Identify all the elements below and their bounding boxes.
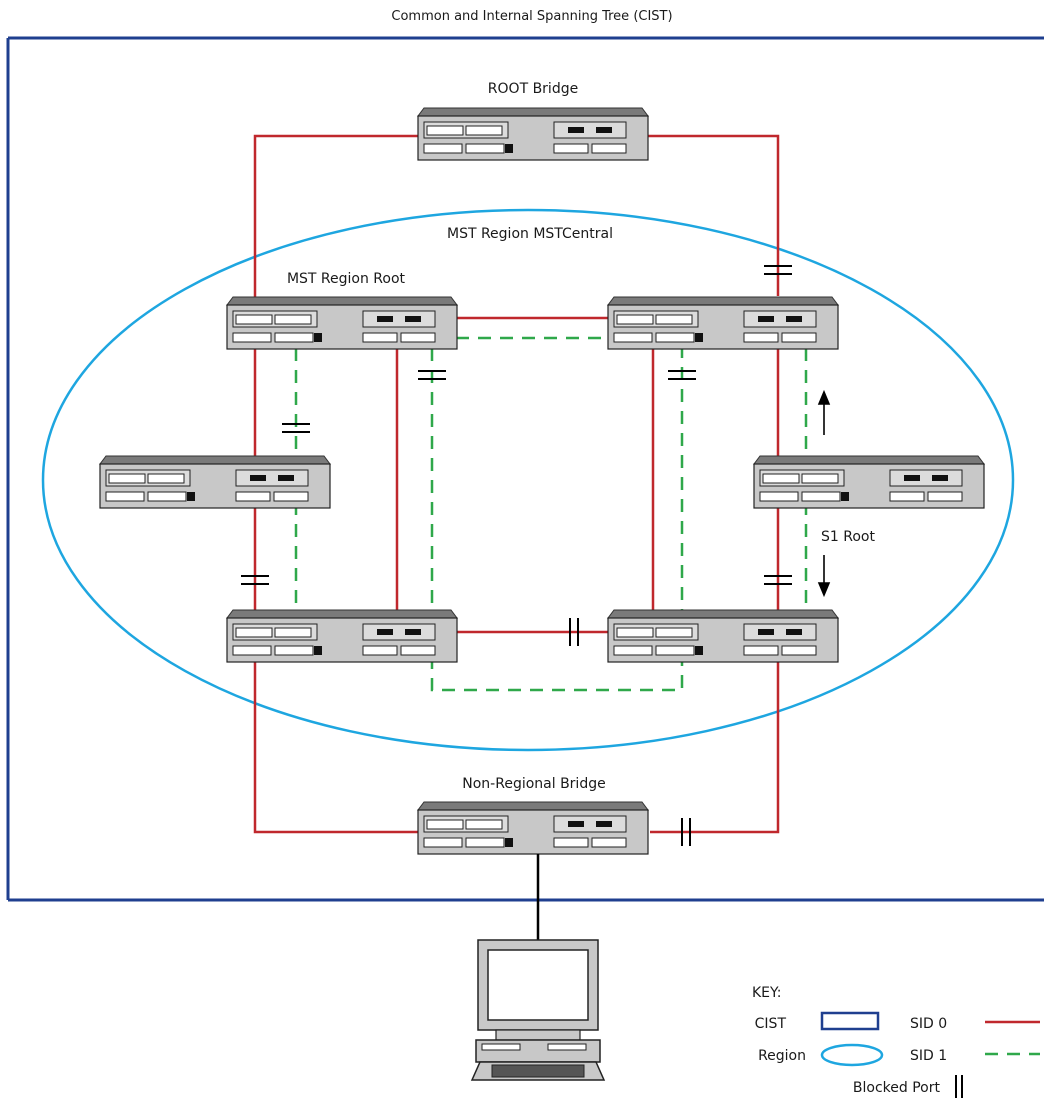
region-switch-top-right — [607, 296, 839, 350]
region-label: MST Region MSTCentral — [447, 226, 613, 242]
cist-boundary — [6, 36, 1044, 902]
legend: KEY: CIST SID 0 Region SID 1 Blocked Por… — [752, 985, 1040, 1098]
region-root-switch — [226, 296, 458, 350]
root-bridge-label: ROOT Bridge — [488, 81, 578, 97]
legend-cist-label: CIST — [755, 1016, 787, 1032]
legend-blocked-label: Blocked Port — [853, 1080, 941, 1096]
s1-arrows — [817, 389, 831, 598]
region-switch-bottom-right — [607, 609, 839, 663]
legend-region-swatch — [820, 1043, 884, 1067]
legend-region-label: Region — [758, 1048, 806, 1064]
s1-root-switch — [753, 455, 985, 509]
region-switch-bottom-left — [226, 609, 458, 663]
legend-heading: KEY: — [752, 985, 781, 1001]
blocked-ports — [240, 265, 793, 847]
computer-icon — [470, 939, 606, 1081]
non-regional-label: Non-Regional Bridge — [462, 776, 605, 792]
mst-region-ellipse — [41, 208, 1015, 752]
legend-sid0-label: SID 0 — [910, 1016, 947, 1032]
legend-cist-swatch — [820, 1011, 880, 1031]
root-bridge-switch — [417, 107, 649, 161]
sid0-links — [253, 134, 780, 834]
non-regional-switch — [417, 801, 649, 855]
legend-blocked-swatch — [955, 1075, 963, 1098]
s1-root-label: S1 Root — [821, 529, 875, 545]
region-root-label: MST Region Root — [287, 271, 406, 287]
legend-sid1-label: SID 1 — [910, 1048, 947, 1064]
region-switch-left — [99, 455, 331, 509]
diagram-title: Common and Internal Spanning Tree (CIST) — [391, 9, 672, 24]
